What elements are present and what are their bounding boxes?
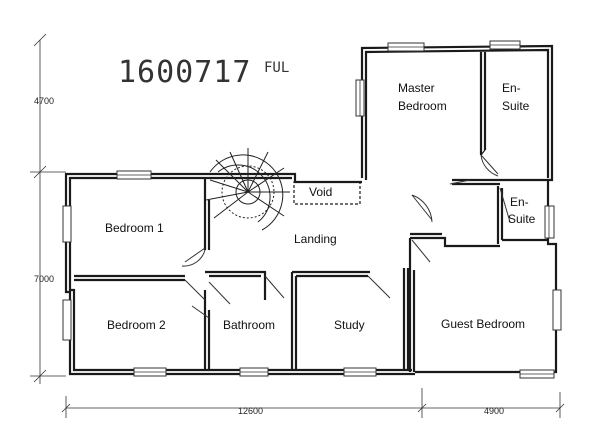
window bbox=[544, 205, 555, 239]
en-suite-lower-label-line2: Suite bbox=[508, 212, 536, 226]
window bbox=[62, 299, 72, 341]
spiral-staircase bbox=[205, 148, 361, 231]
dimension-lines bbox=[30, 33, 565, 418]
void-outline bbox=[293, 181, 361, 205]
plan-reference-suffix: FUL bbox=[264, 60, 289, 76]
study-label: Study bbox=[334, 318, 365, 332]
internal-walls bbox=[74, 52, 548, 372]
guest-bedroom-label: Guest Bedroom bbox=[441, 317, 525, 331]
window bbox=[552, 289, 562, 331]
void-label: Void bbox=[309, 185, 332, 199]
master-bedroom-label-line2: Bedroom bbox=[398, 99, 447, 113]
dimension-bottom-left: 12600 bbox=[238, 406, 263, 416]
dimension-bottom-right: 4900 bbox=[484, 406, 504, 416]
bedroom-1-label: Bedroom 1 bbox=[105, 221, 164, 235]
dimension-left-lower: 7000 bbox=[34, 274, 54, 284]
en-suite-lower-label-line1: En- bbox=[510, 195, 529, 209]
window bbox=[62, 205, 72, 243]
doors bbox=[181, 154, 511, 319]
windows bbox=[62, 40, 562, 379]
bedroom-2-label: Bedroom 2 bbox=[107, 318, 166, 332]
en-suite-upper-label-line1: En- bbox=[502, 81, 521, 95]
dimension-left-upper: 4700 bbox=[34, 96, 54, 106]
bathroom-label: Bathroom bbox=[223, 318, 275, 332]
en-suite-upper-label-line2: Suite bbox=[502, 99, 530, 113]
plan-reference-number: 1600717 bbox=[118, 55, 251, 90]
master-bedroom-label-line1: Master bbox=[398, 81, 435, 95]
landing-label: Landing bbox=[294, 232, 337, 246]
